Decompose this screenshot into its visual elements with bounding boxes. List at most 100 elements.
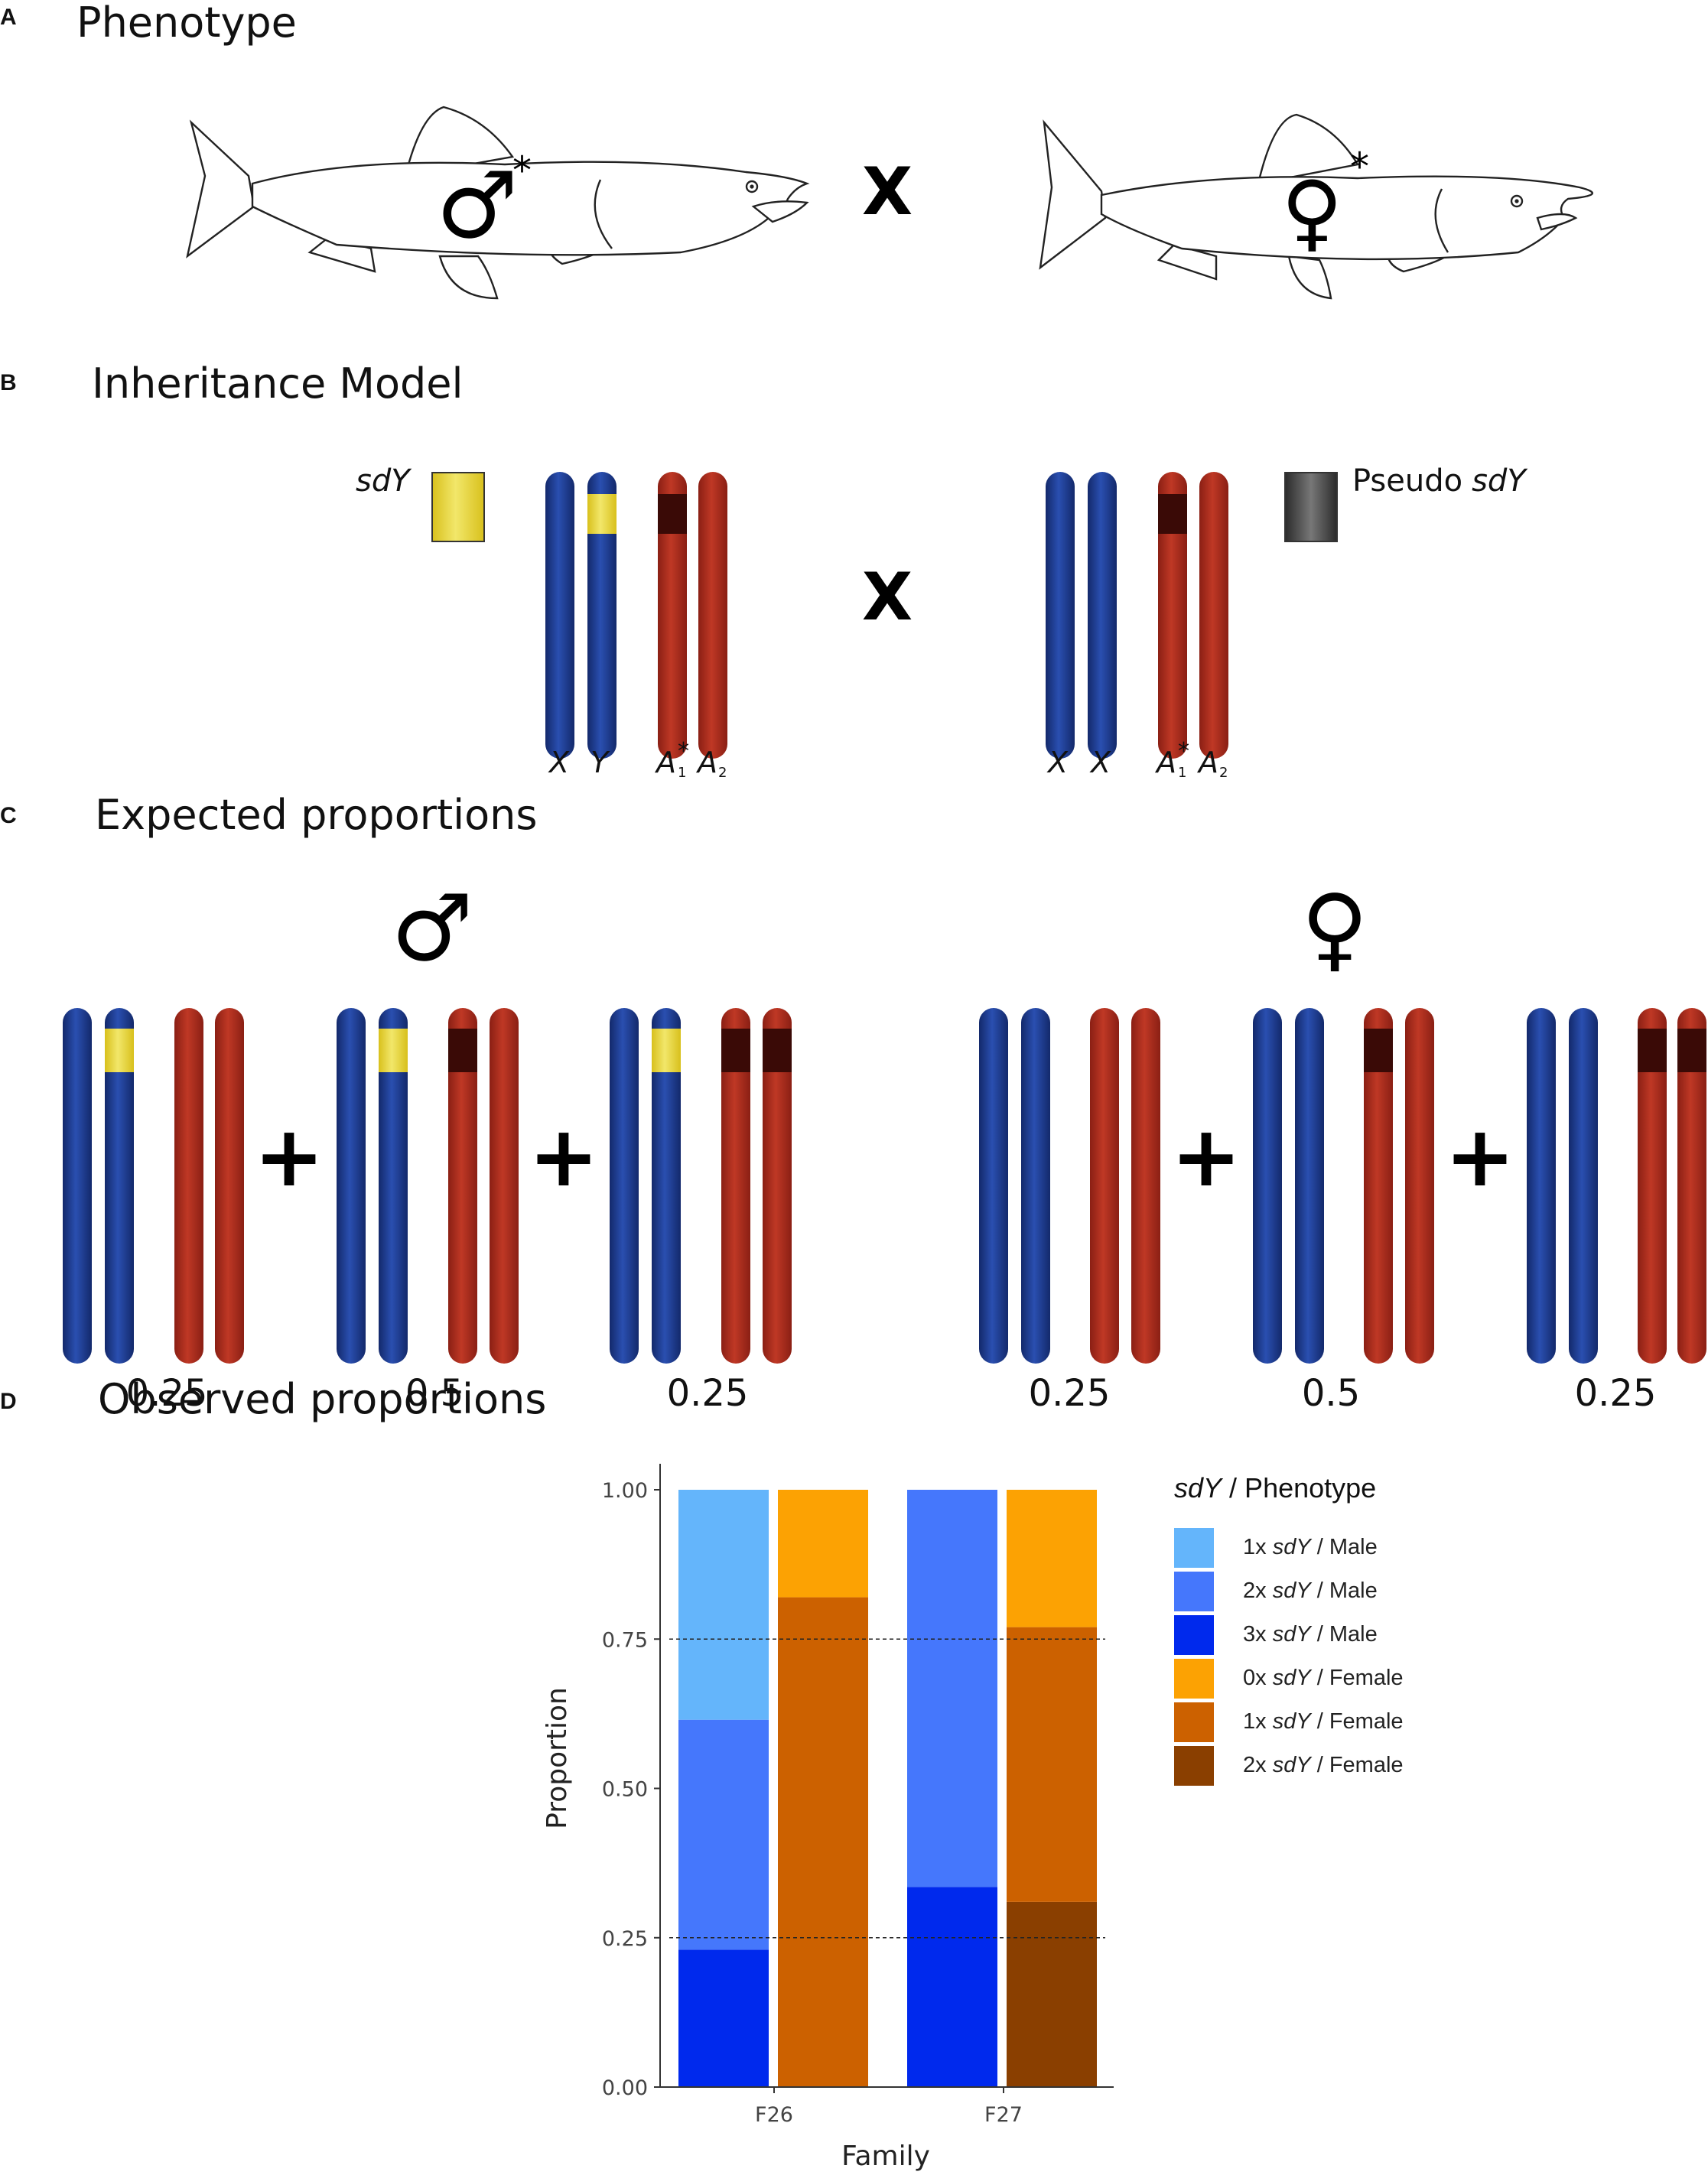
- male-prop-3: 0.25: [667, 1372, 749, 1407]
- legend-label: 2x sdY / Male: [1243, 1578, 1378, 1603]
- fish-male-illustration: ♂ *: [186, 106, 810, 300]
- legend-item: 0x sdY / Female: [1174, 1656, 1518, 1700]
- legend-label: 1x sdY / Female: [1243, 1709, 1404, 1734]
- y-axis-title: Proportion: [542, 1687, 573, 1829]
- male-a2-label: A: [695, 746, 717, 779]
- male-a2-chromosome: [698, 472, 727, 759]
- plus-sign-3: +: [1171, 1107, 1241, 1205]
- bar-f26-male-seg-2: [678, 1490, 769, 1720]
- male-a1-pseudo-locus: [658, 494, 687, 534]
- x-tick-label-f27: F27: [984, 2103, 1023, 2127]
- male-x-label: X: [548, 746, 570, 779]
- female-x1-chromosome: [1046, 472, 1075, 759]
- panel-b-title: Inheritance Model: [92, 359, 464, 408]
- male-genotype-3: [610, 1008, 792, 1364]
- legend-swatch: [1174, 1658, 1214, 1699]
- svg-text:X: X: [862, 154, 913, 229]
- female-genotype-1: [979, 1008, 1160, 1364]
- female-prop-1: 0.25: [1029, 1372, 1111, 1407]
- bar-f26-female-seg-1: [778, 1490, 868, 1598]
- female-a2-chromosome: [1199, 472, 1228, 759]
- male-a1-sup: *: [678, 738, 689, 765]
- y-tick-label-4: 1.00: [602, 1479, 648, 1503]
- female-a1-sup: *: [1178, 738, 1189, 765]
- legend-label: 3x sdY / Male: [1243, 1622, 1378, 1647]
- male-y-chromosome: [587, 472, 617, 759]
- legend-item: 3x sdY / Male: [1174, 1613, 1518, 1656]
- legend-item: 2x sdY / Male: [1174, 1569, 1518, 1613]
- fish-female-illustration: ♀ *: [1039, 113, 1593, 300]
- y-tick-label-0: 0.00: [602, 2076, 648, 2100]
- sdy-key-swatch: [431, 472, 485, 542]
- bar-f27-female-seg-2: [1007, 1490, 1097, 1627]
- male-asterisk: *: [512, 148, 532, 193]
- x-tick-label-f26: F26: [755, 2103, 793, 2127]
- bar-f27-female-seg-0: [1007, 1901, 1097, 2087]
- male-a2-sub: 2: [718, 765, 727, 780]
- legend-title: sdY / Phenotype: [1174, 1472, 1377, 1504]
- female-a1-chromosome: [1158, 472, 1187, 759]
- male-a1-chromosome: [658, 472, 687, 759]
- legend-label: 1x sdY / Male: [1243, 1535, 1378, 1559]
- panel-d-title: Observed proportions: [98, 1375, 547, 1423]
- expected-male-symbol: ♂: [391, 876, 473, 982]
- legend-swatch: [1174, 1527, 1214, 1568]
- panel-c-letter: C: [0, 803, 17, 828]
- legend-item: 2x sdY / Female: [1174, 1744, 1518, 1787]
- female-a2-label: A: [1196, 746, 1218, 779]
- male-genotype-1: [63, 1008, 244, 1364]
- plus-sign-2: +: [529, 1107, 599, 1205]
- female-genotype-2: [1253, 1008, 1434, 1364]
- panel-a-letter: A: [0, 5, 17, 30]
- female-prop-3: 0.25: [1575, 1372, 1657, 1407]
- expected-proportions-diagram: ♂ ♀ + + 0.25 0.5 0.25 +: [63, 876, 1706, 1407]
- male-genotype-2: [337, 1008, 519, 1364]
- female-a1-pseudo-locus: [1158, 494, 1187, 534]
- chart-legend: sdY / Phenotype 1x sdY / Male 2x sdY / Ma…: [1174, 1472, 1518, 1787]
- y-tick-label-1: 0.25: [602, 1927, 648, 1951]
- inheritance-model-diagram: sdY X Y A * 1 A 2 X X X A * 1 A 2 Pseudo…: [356, 463, 1528, 780]
- legend-item: 1x sdY / Male: [1174, 1526, 1518, 1569]
- expected-female-symbol: ♀: [1301, 876, 1368, 982]
- male-prop-1: 0.25: [126, 1372, 208, 1407]
- panel-c-title: Expected proportions: [95, 791, 538, 839]
- plus-sign-4: +: [1445, 1107, 1515, 1205]
- female-a1-label: A: [1154, 746, 1176, 779]
- male-y-sdy-locus: [587, 494, 617, 534]
- x-axis-title: Family: [841, 2141, 930, 2172]
- female-x2-chromosome: [1088, 472, 1117, 759]
- bar-f26-male-seg-1: [678, 1719, 769, 1950]
- plus-sign-1: +: [254, 1107, 324, 1205]
- panel-d-letter: D: [0, 1389, 17, 1414]
- female-x1-label: X: [1046, 746, 1069, 779]
- female-a2-sub: 2: [1219, 765, 1228, 780]
- male-y-label: Y: [590, 746, 610, 779]
- bar-f27-male-seg-1: [907, 1490, 997, 1887]
- male-x-chromosome: [545, 472, 574, 759]
- panel-a-title: Phenotype: [76, 0, 297, 47]
- legend-label: 0x sdY / Female: [1243, 1666, 1404, 1690]
- male-prop-2: 0.5: [405, 1372, 464, 1407]
- male-a1-label: A: [654, 746, 676, 779]
- bar-f27-female-seg-1: [1007, 1627, 1097, 1902]
- female-a1-sub: 1: [1178, 765, 1186, 780]
- bar-f26-male-seg-0: [678, 1949, 769, 2087]
- y-tick-label-2: 0.50: [602, 1778, 648, 1802]
- panel-b-letter: B: [0, 370, 17, 395]
- cross-symbol-b: X: [862, 559, 913, 636]
- female-prop-2: 0.5: [1302, 1372, 1360, 1407]
- bar-f26-female-seg-0: [778, 1597, 868, 2087]
- legend-swatch: [1174, 1571, 1214, 1611]
- y-tick-label-3: 0.75: [602, 1628, 648, 1652]
- female-genotype-3: [1527, 1008, 1706, 1364]
- male-symbol: ♂: [436, 153, 519, 259]
- legend-swatch: [1174, 1745, 1214, 1786]
- pseudo-sdy-key-swatch: [1284, 472, 1338, 542]
- male-a1-sub: 1: [678, 765, 686, 780]
- legend-swatch: [1174, 1614, 1214, 1655]
- legend-item: 1x sdY / Female: [1174, 1700, 1518, 1744]
- female-symbol: ♀: [1281, 163, 1343, 261]
- legend-swatch: [1174, 1702, 1214, 1742]
